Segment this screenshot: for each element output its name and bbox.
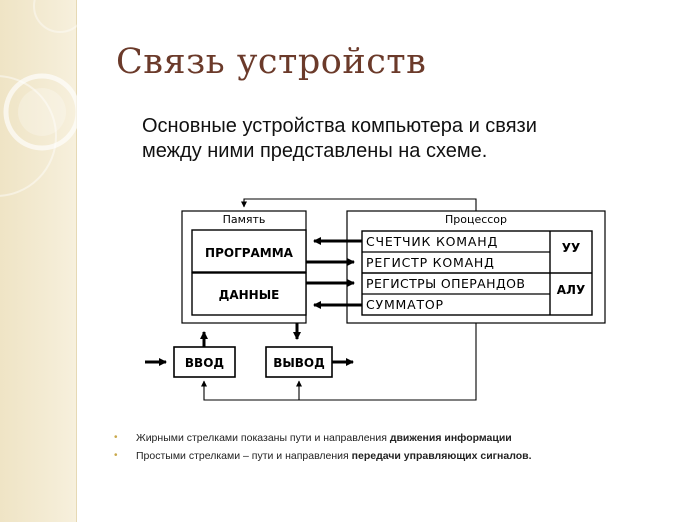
intro-text: Основные устройства компьютера и связи м… [142, 115, 537, 162]
program-counter-label: СЧЕТЧИК КОМАНД [366, 234, 498, 249]
memory-label: Память [223, 213, 266, 226]
alu-label: АЛУ [557, 283, 586, 297]
input-device-label: ВВОД [185, 356, 224, 370]
notes-list: • Жирными стрелками показаны пути и напр… [112, 429, 682, 465]
slide-title: Связь устройств [116, 42, 427, 82]
sidebar-decoration [0, 0, 76, 522]
control-unit-label: УУ [562, 241, 581, 255]
operand-registers-label: РЕГИСТРЫ ОПЕРАНДОВ [366, 276, 525, 291]
program-block-label: ПРОГРАММА [205, 246, 294, 260]
note-text: Жирными стрелками показаны пути и направ… [136, 432, 390, 444]
control-signal-lines [201, 198, 477, 401]
processor-label: Процессор [445, 213, 507, 226]
output-device-label: ВЫВОД [273, 356, 325, 370]
note-emphasis: передачи управляющих сигналов. [351, 450, 532, 462]
note-text: Простыми стрелками – пути и направления [136, 450, 352, 462]
note-bold-arrows: • Жирными стрелками показаны пути и напр… [112, 429, 682, 447]
io-devices: ВВОД ВЫВОД [173, 346, 333, 378]
memory-unit: Память ПРОГРАММА ДАННЫЕ [181, 210, 307, 324]
note-thin-arrows: • Простыми стрелками – пути и направлени… [112, 447, 682, 465]
note-emphasis: движения информации [389, 432, 512, 444]
adder-label: СУММАТОР [366, 297, 444, 312]
data-block-label: ДАННЫЕ [219, 288, 280, 302]
sidebar-edge [76, 0, 77, 522]
bullet-icon: • [114, 450, 118, 461]
decorative-circles [0, 0, 87, 197]
instruction-register-label: РЕГИСТР КОМАНД [366, 255, 495, 270]
processor-unit: Процессор СЧЕТЧИК КОМАНД РЕГИСТР КОМАНД … [346, 210, 606, 324]
bullet-icon: • [114, 432, 118, 443]
data-flow-arrows [145, 237, 362, 366]
computer-structure-diagram: Память ПРОГРАММА ДАННЫЕ Процессор СЧЕТЧИ… [145, 198, 606, 401]
